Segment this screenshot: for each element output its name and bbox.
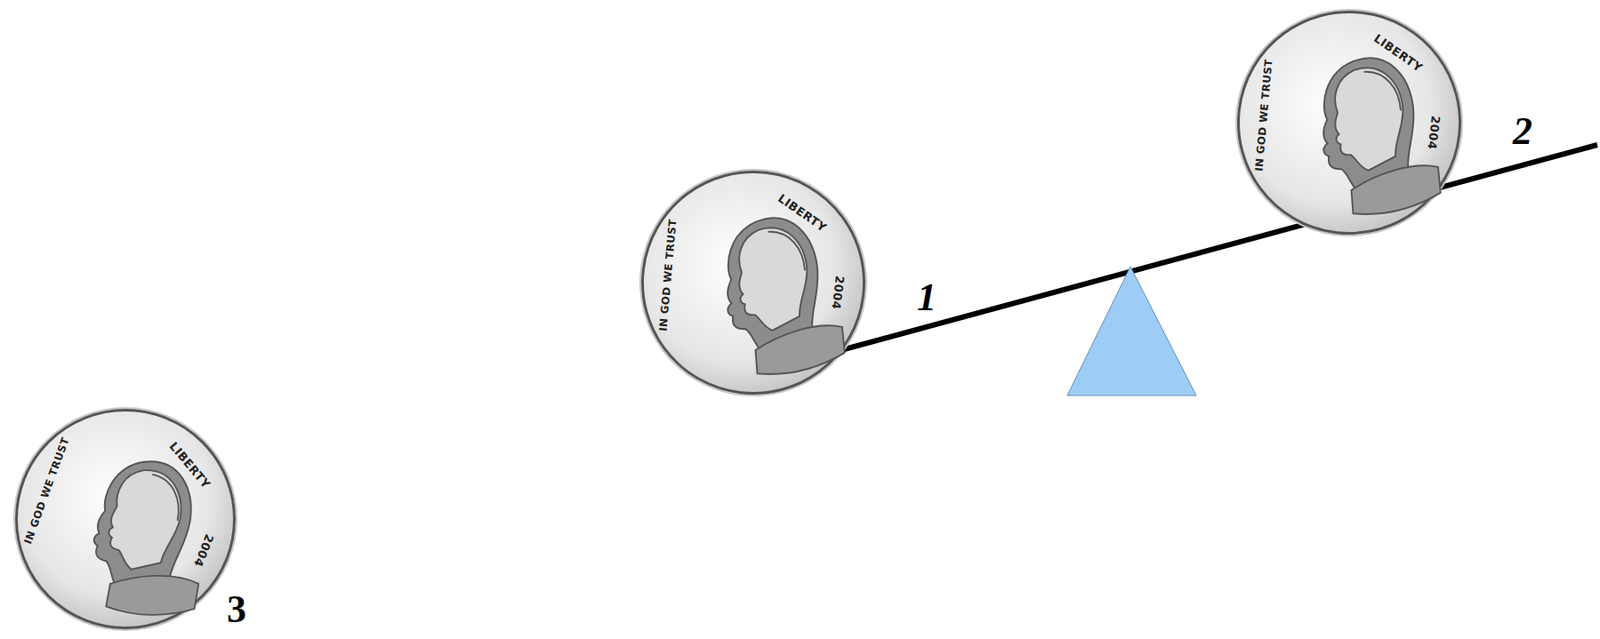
portrait-shape <box>723 220 821 338</box>
portrait-shape <box>1319 60 1417 177</box>
portrait-shape <box>94 461 192 593</box>
coin-portrait <box>17 411 234 628</box>
portrait-shape <box>152 474 179 522</box>
portrait-shape <box>768 225 807 278</box>
callout-number: 3 <box>226 590 247 630</box>
coin-inscription: IN GOD WE TRUST <box>657 218 680 333</box>
portrait-shape <box>1364 64 1403 118</box>
portrait-shape <box>1344 159 1447 223</box>
coin-inscription: 2004 <box>1425 115 1444 152</box>
coin-inscription: IN GOD WE TRUST <box>1253 58 1276 173</box>
coin-inscription: 2004 <box>191 532 217 570</box>
coin: IN GOD WE TRUSTLIBERTY2004 <box>1212 0 1488 260</box>
coin-inscription: 2004 <box>829 275 848 312</box>
coin-inscription: IN GOD WE TRUST <box>21 435 73 547</box>
callout-number: 2 <box>1512 112 1533 152</box>
portrait-shape <box>105 576 199 616</box>
coin: IN GOD WE TRUSTLIBERTY2004 <box>616 145 892 421</box>
fulcrum-triangle <box>1067 266 1197 396</box>
portrait-shape <box>108 470 181 571</box>
coin-portrait <box>619 148 887 417</box>
portrait-shape <box>748 319 851 383</box>
callout-number: 1 <box>916 278 937 318</box>
coin: IN GOD WE TRUSTLIBERTY2004 <box>15 409 236 630</box>
